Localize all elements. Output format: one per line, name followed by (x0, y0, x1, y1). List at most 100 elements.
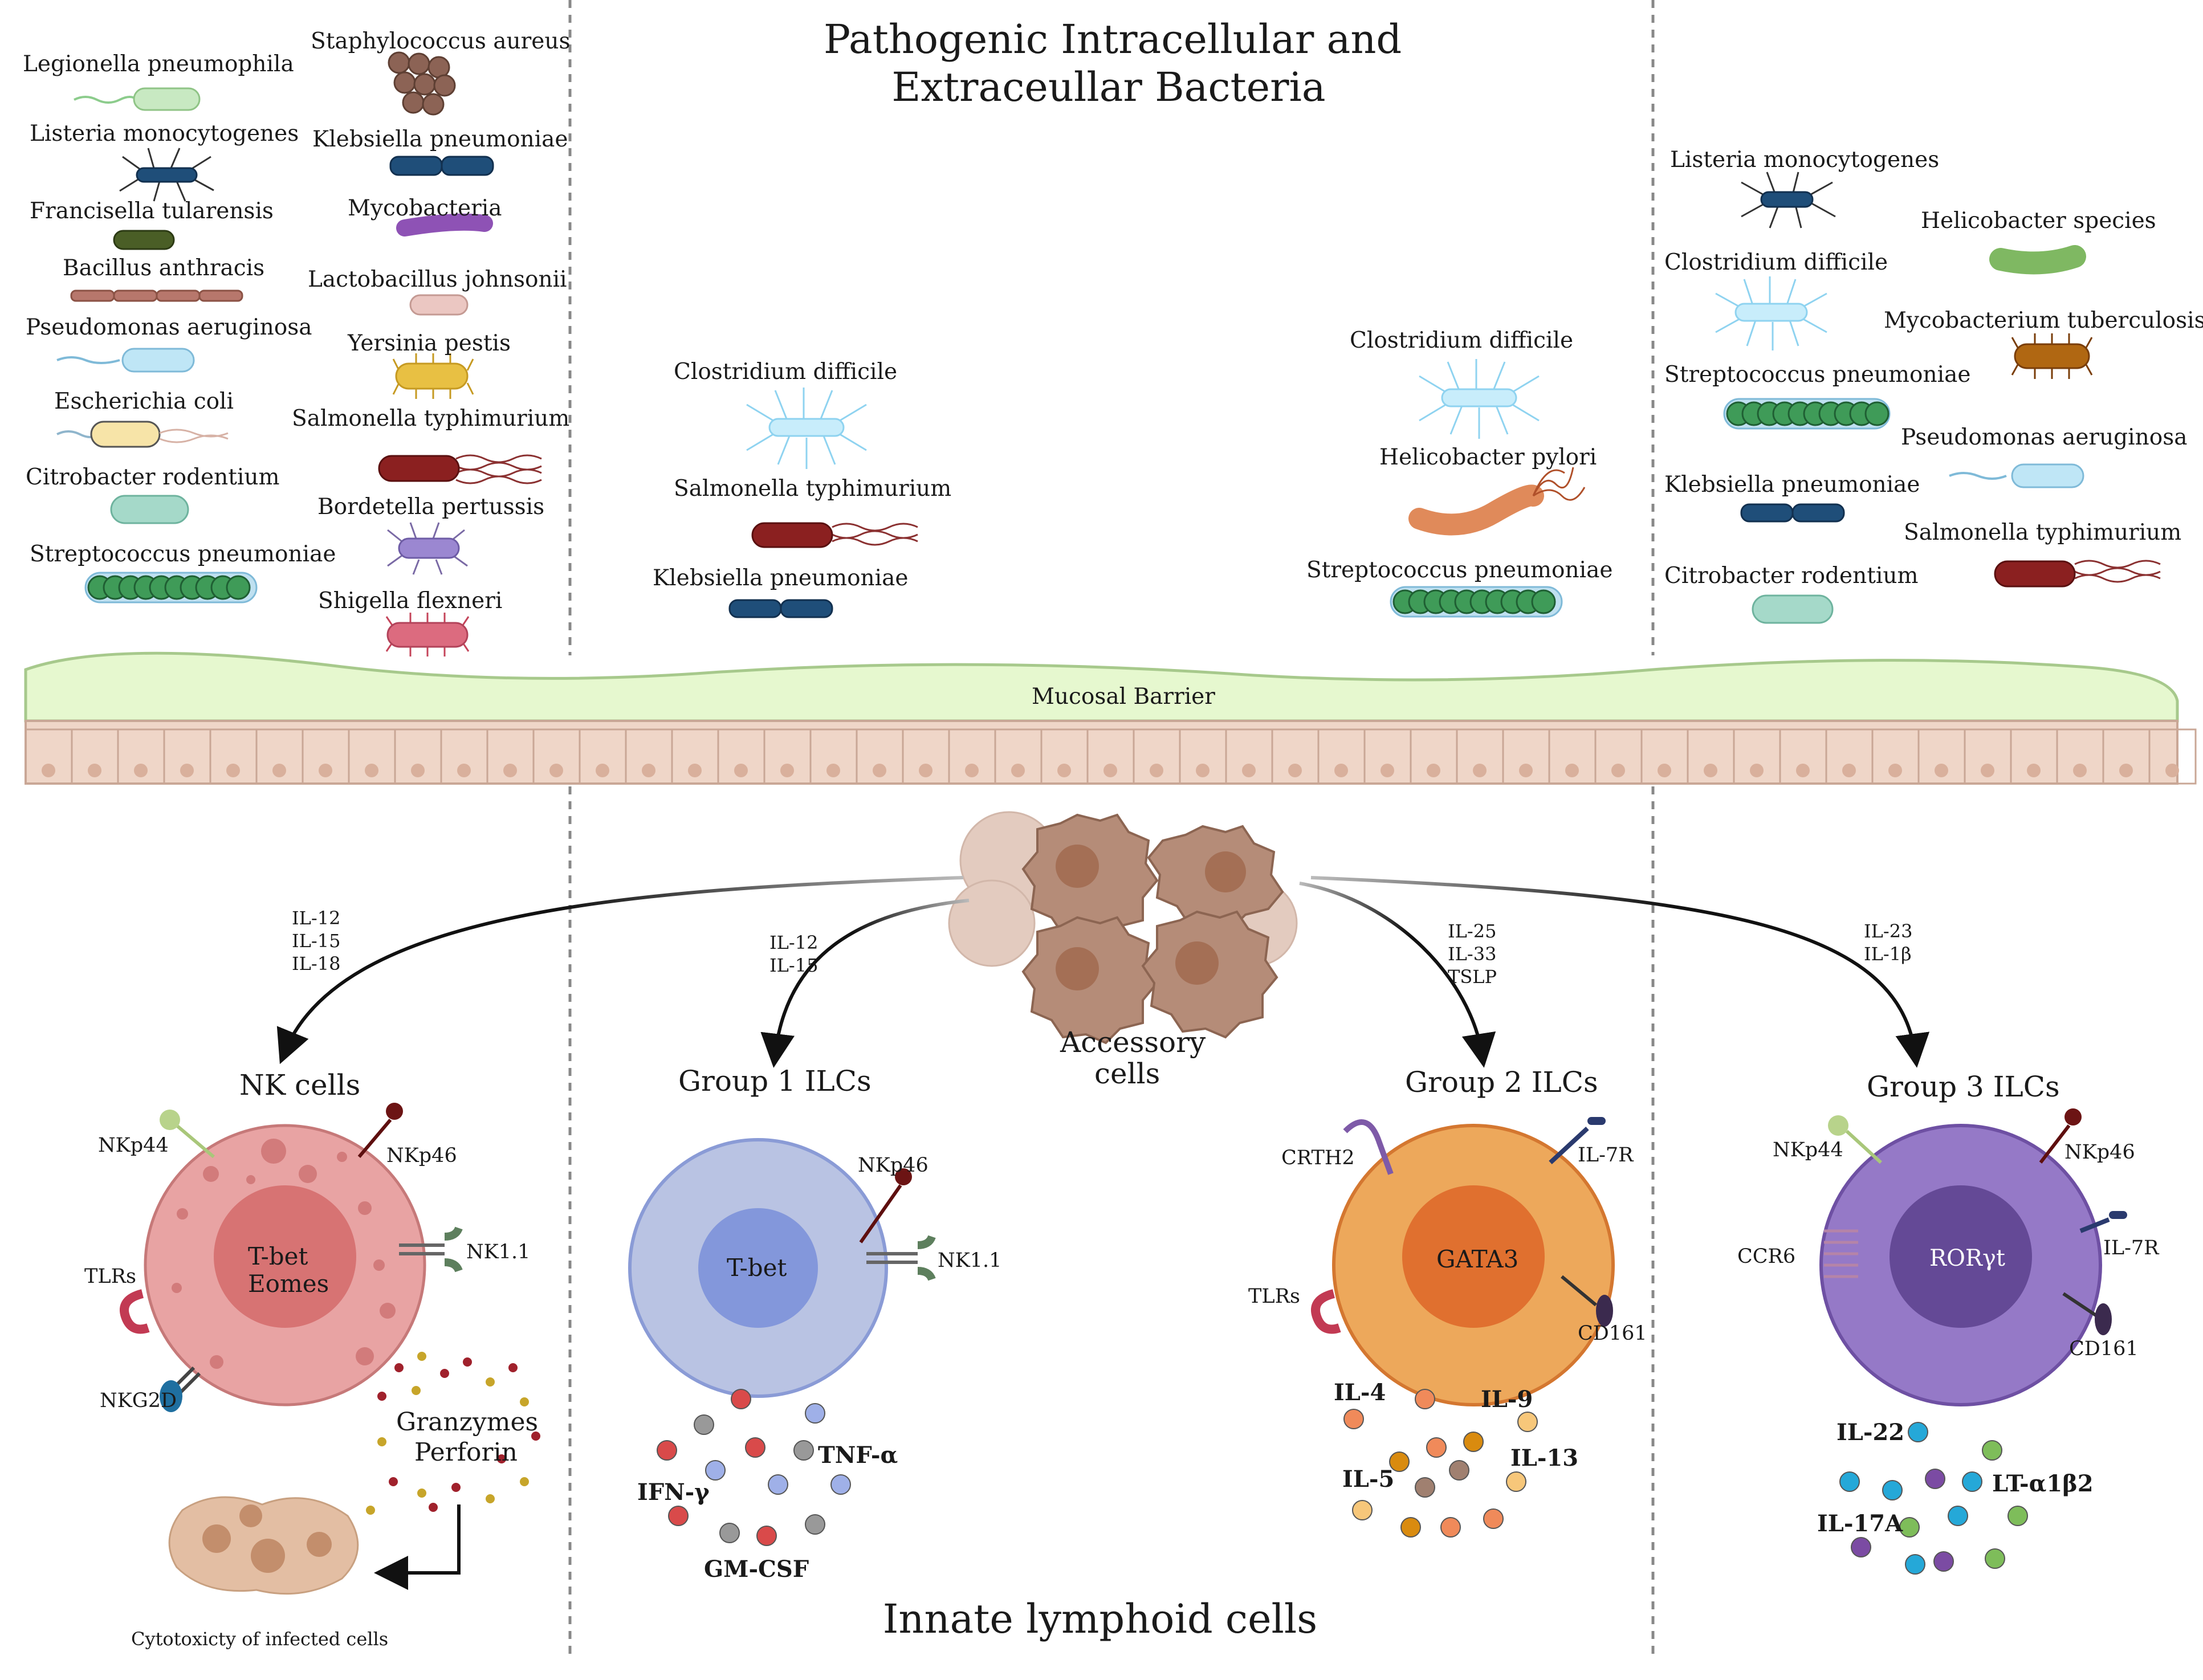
epithelial-nucleus (1011, 764, 1025, 777)
cytokine-dot (830, 1474, 851, 1495)
granule (429, 1503, 438, 1512)
epithelial-nucleus (965, 764, 979, 777)
nk-nucleus-eomes: Eomes (248, 1270, 329, 1298)
epithelial-nucleus (1704, 764, 1717, 777)
signal-label: IL-23 (1864, 920, 1913, 942)
cytokine-dot (1839, 1471, 1860, 1492)
epithelial-nucleus (1381, 764, 1394, 777)
bacteria-label: Citrobacter rodentium (26, 464, 280, 490)
g2-cell-graphic (1311, 1117, 1615, 1406)
signal-label: IL-15 (292, 930, 341, 952)
cytokine-dot (1517, 1412, 1538, 1432)
signal-label: IL-12 (292, 907, 341, 929)
epithelial-nucleus (272, 764, 286, 777)
bacteria-label: Pseudomonas aeruginosa (1901, 425, 2188, 450)
receptor-label: CD161 (2069, 1338, 2139, 1360)
cytokine-dot (805, 1514, 825, 1535)
epithelial-nucleus (734, 764, 748, 777)
bacteria-label: Salmonella typhimurium (674, 476, 952, 501)
granule (377, 1392, 386, 1401)
granule (417, 1489, 426, 1498)
g3-cytokine-dots (1839, 1422, 2028, 1575)
granule (451, 1483, 461, 1492)
bacteria-label: Salmonella typhimurium (292, 406, 570, 431)
cytokine-dot (1483, 1508, 1504, 1529)
epithelial-nucleus (42, 764, 55, 777)
granule (377, 1437, 386, 1446)
granule (508, 1363, 518, 1372)
signal-arrows (276, 876, 1930, 1590)
epithelial-nucleus (1750, 764, 1764, 777)
epithelial-nucleus (319, 764, 332, 777)
bacteria-label: Lactobacillus johnsonii (308, 267, 567, 292)
bacteria-label: Klebsiella pneumoniae (1664, 472, 1920, 498)
cytokine-label: IL-17A (1817, 1510, 1903, 1537)
cytokine-dot (719, 1523, 740, 1543)
epithelial-nucleus (503, 764, 517, 777)
bacteria-label: Streptococcus pneumoniae (30, 541, 336, 567)
epithelial-nucleus (2165, 764, 2179, 777)
cytokine-dot (1449, 1460, 1469, 1481)
epithelial-nucleus (1842, 764, 1856, 777)
cytokine-label: LT-α1β2 (1992, 1470, 2094, 1497)
cytokine-dot (1899, 1517, 1920, 1538)
bacteria-label: Streptococcus pneumoniae (1306, 557, 1613, 583)
cytotox-label: Cytotoxicty of infected cells (131, 1628, 389, 1650)
g2-cytokine-dots (1343, 1389, 1538, 1538)
bacteria-label: Mycobacteria (348, 195, 502, 221)
cytokine-dot (1400, 1517, 1421, 1538)
granule (497, 1454, 506, 1463)
coccus (1864, 401, 1890, 426)
cytokine-dot (745, 1437, 765, 1458)
cytokine-dot (1908, 1422, 1928, 1442)
signal-label: IL-18 (292, 953, 341, 974)
cytokine-dot (1426, 1437, 1447, 1458)
epithelial-nucleus (180, 764, 194, 777)
receptor-label: TLRs (1248, 1285, 1300, 1308)
granule (463, 1357, 472, 1367)
g1-title: Group 1 ILCs (678, 1065, 872, 1098)
cytokine-dot (657, 1440, 677, 1461)
cytokine-dot (1415, 1477, 1435, 1498)
receptor-label: NKG2D (100, 1389, 177, 1412)
cytokine-dot (1948, 1506, 1968, 1526)
cytokine-dot (1985, 1548, 2005, 1569)
nk-receptors (120, 1103, 463, 1412)
bacteria-label: Klebsiella pneumoniae (653, 565, 909, 591)
bacteria-label: Klebsiella pneumoniae (312, 127, 568, 152)
epithelial-nucleus (411, 764, 425, 777)
epithelial-nucleus (1473, 764, 1487, 777)
cytokine-dot (1905, 1554, 1925, 1575)
g3-title: Group 3 ILCs (1867, 1070, 2060, 1103)
bacteria-label: Shigella flexneri (318, 588, 503, 614)
granule (486, 1377, 495, 1387)
granule (520, 1397, 529, 1406)
cytokine-label: IL-5 (1342, 1466, 1395, 1493)
accessory-label-2: cells (1094, 1057, 1160, 1090)
epithelial-nucleus (2027, 764, 2041, 777)
granule (486, 1494, 495, 1503)
bacteria-label: Helicobacter pylori (1379, 445, 1597, 470)
cytokine-dot (1882, 1480, 1903, 1500)
g3-nucleus: RORγt (1929, 1245, 2006, 1271)
bacteria-label: Pseudomonas aeruginosa (26, 315, 312, 340)
accessory-cells-cluster (948, 811, 1298, 1045)
granule (531, 1432, 540, 1441)
nk-nucleus-tbet: T-bet (248, 1242, 308, 1270)
mucosal-barrier (24, 651, 2197, 785)
cytokine-dot (793, 1440, 814, 1461)
page-title-line1: Pathogenic Intracellular and (824, 16, 1402, 63)
signal-label: IL-12 (769, 932, 819, 953)
cytokine-label: IL-13 (1510, 1445, 1579, 1471)
cytokine-dot (1463, 1432, 1484, 1452)
receptor-label: CD161 (1578, 1322, 1647, 1345)
bacteria-label: Clostridium difficile (1664, 250, 1888, 275)
cytokine-label: IFN-γ (637, 1479, 710, 1506)
epithelial-nucleus (2119, 764, 2133, 777)
epithelial-nucleus (1103, 764, 1117, 777)
receptor-label: NKp44 (98, 1134, 169, 1157)
receptor-label: NK1.1 (938, 1249, 1002, 1272)
signal-label: IL-33 (1448, 943, 1497, 965)
epithelial-nucleus (1611, 764, 1625, 777)
dividers (568, 0, 1655, 1658)
